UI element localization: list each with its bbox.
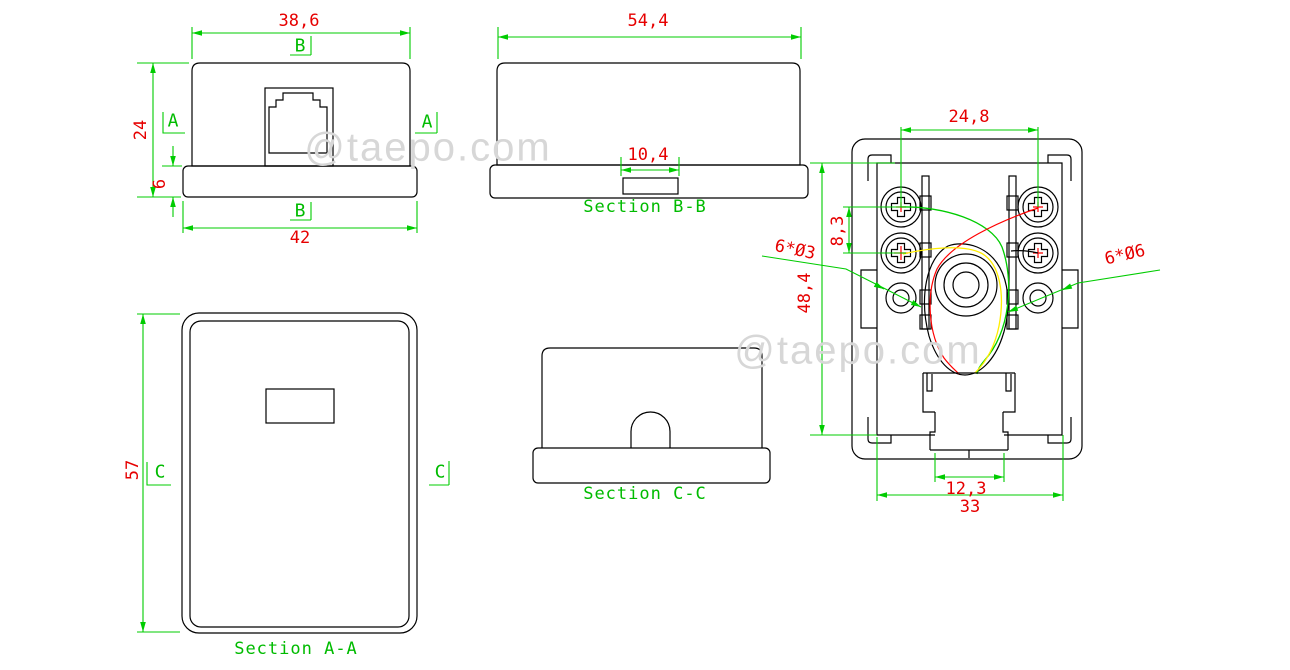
cable-slot bbox=[622, 177, 679, 195]
cover-outline bbox=[181, 312, 418, 634]
dimension-label-screw-pitch: 8,3 bbox=[828, 215, 848, 247]
right-side-tab bbox=[1062, 269, 1079, 329]
rj11-jack-opening bbox=[264, 87, 334, 167]
dimension-label-top-width: 38,6 bbox=[278, 11, 320, 31]
wire-yellow bbox=[902, 247, 1002, 374]
wire-green bbox=[900, 206, 1010, 375]
section-cc-view bbox=[532, 347, 771, 484]
dimension-label-height: 24 bbox=[131, 119, 151, 141]
section-bb-view bbox=[489, 27, 809, 199]
section-aa-title: Section A-A bbox=[234, 639, 358, 659]
housing-outline bbox=[191, 62, 411, 167]
section-aa-view bbox=[137, 312, 450, 634]
base-outline bbox=[182, 165, 418, 198]
cable-gland bbox=[934, 253, 998, 317]
mounting-hole bbox=[1022, 282, 1054, 314]
dimension-label-inner-height: 48,4 bbox=[795, 272, 815, 314]
terminal-strip-left bbox=[919, 175, 932, 330]
left-side-tab bbox=[860, 269, 877, 329]
dimension-label-total-width: 42 bbox=[289, 228, 311, 248]
leader-large-holes bbox=[1007, 269, 1161, 313]
inner-frame-outline bbox=[876, 162, 1063, 436]
internal-view bbox=[761, 127, 1161, 501]
section-marker-a-left: A bbox=[167, 110, 179, 132]
section-c-left-bracket bbox=[146, 462, 171, 486]
section-marker-a-right: A bbox=[421, 111, 433, 133]
dimension-label-base-height: 6 bbox=[150, 178, 170, 190]
outer-case-outline bbox=[851, 138, 1083, 460]
wire-red bbox=[929, 207, 1039, 375]
terminal-screw bbox=[1017, 232, 1059, 274]
dimension-label-width: 54,4 bbox=[627, 11, 669, 31]
section-marker-b-top: B bbox=[294, 35, 306, 57]
section-marker-c-left: C bbox=[154, 461, 166, 483]
wire-bundle-outline bbox=[923, 243, 1009, 376]
watermark-text: @taepo.com bbox=[734, 328, 982, 373]
rj11-latch-profile bbox=[268, 92, 328, 154]
section-cc-title: Section C-C bbox=[583, 484, 707, 504]
dimension-label-screw-span: 24,8 bbox=[948, 107, 990, 127]
section-c-right-bracket bbox=[429, 461, 450, 486]
dimension-label-slot: 10,4 bbox=[627, 145, 669, 165]
section-a-right-bracket bbox=[415, 112, 438, 134]
dimension-label-jack-width: 12,3 bbox=[945, 479, 987, 499]
cable-arch bbox=[630, 411, 671, 448]
section-bb-title: Section B-B bbox=[583, 197, 707, 217]
wire-black bbox=[1010, 250, 1039, 254]
leader-small-holes bbox=[761, 255, 922, 308]
housing-outline bbox=[541, 347, 763, 448]
cover-inner-outline bbox=[189, 320, 410, 628]
watermark-text: @taepo.com bbox=[304, 125, 552, 170]
mounting-hole bbox=[885, 282, 917, 314]
housing-outline bbox=[496, 62, 801, 166]
dimension-label-cover-height: 57 bbox=[123, 459, 143, 481]
base-outline bbox=[489, 164, 809, 199]
section-a-left-bracket bbox=[162, 112, 185, 134]
section-b-top-bracket bbox=[290, 36, 312, 56]
section-marker-b-bottom: B bbox=[294, 200, 306, 222]
dimension-label-opening-width: 33 bbox=[959, 497, 981, 517]
base-outline bbox=[532, 447, 771, 484]
rj11-socket-back bbox=[922, 372, 1016, 458]
section-marker-c-right: C bbox=[434, 461, 446, 483]
front-view bbox=[137, 27, 438, 233]
label-window bbox=[265, 388, 335, 424]
section-b-bottom-bracket bbox=[290, 202, 312, 221]
